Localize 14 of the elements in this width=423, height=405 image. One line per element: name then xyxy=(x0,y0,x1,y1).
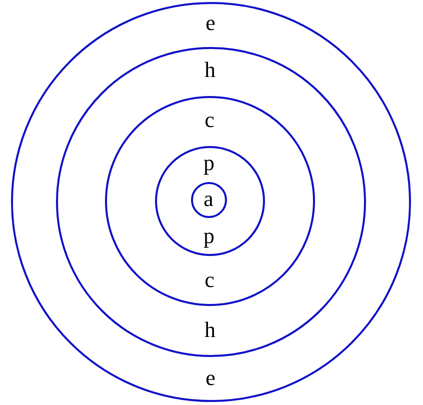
ring-circle xyxy=(56,46,366,356)
ring-circle xyxy=(105,96,315,306)
ring-circle xyxy=(11,2,411,402)
ring-letter: c xyxy=(204,268,214,290)
ring-letter: e xyxy=(206,366,216,389)
ring-letter: p xyxy=(204,224,214,246)
ring-letter: a xyxy=(204,187,214,210)
ring-letter: e xyxy=(206,12,216,34)
ring-letter: h xyxy=(204,318,216,341)
ring-circle xyxy=(191,182,227,218)
ring-circle xyxy=(154,146,264,256)
ring-letter: p xyxy=(204,151,214,174)
ring-letter: h xyxy=(204,58,216,81)
ring-letter: c xyxy=(204,108,214,130)
